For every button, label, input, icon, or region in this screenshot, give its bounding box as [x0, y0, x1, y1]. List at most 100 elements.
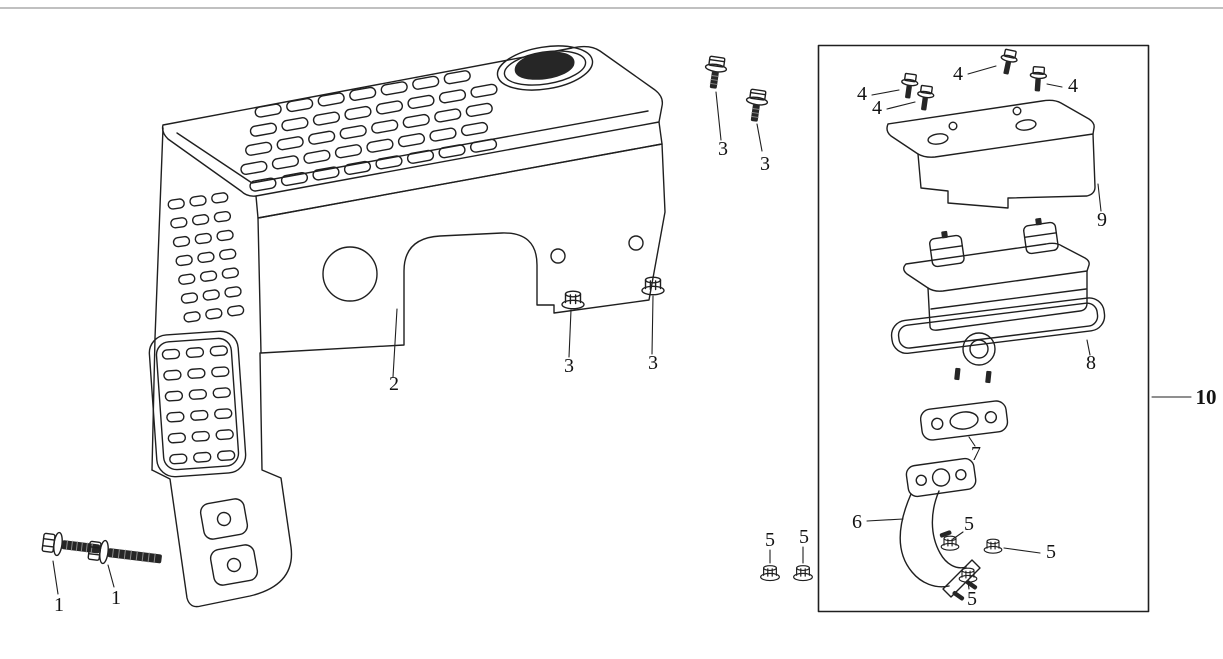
- louver-slot: [165, 411, 185, 423]
- cover-front-face: [257, 143, 666, 354]
- part-callout-5-c: 5: [964, 513, 974, 535]
- louver-slot: [223, 285, 243, 299]
- leader-lines: [52, 65, 1192, 595]
- part-callout-3-a: 3: [718, 138, 728, 160]
- leader-line: [756, 123, 763, 152]
- louver-slot: [469, 82, 499, 99]
- louver-slot: [213, 407, 233, 420]
- leader-line: [866, 518, 904, 522]
- cover-top-face: [161, 45, 664, 197]
- flange-bolt-part1: [87, 538, 164, 572]
- louver-slot: [189, 409, 209, 422]
- leader-line: [1097, 183, 1102, 212]
- louver-slot: [249, 121, 278, 138]
- muffler-clamp: [1023, 217, 1059, 255]
- louver-slot: [209, 345, 229, 357]
- louver-slot: [397, 132, 426, 149]
- louver-slot: [188, 194, 208, 208]
- louver-slot: [343, 105, 373, 121]
- leader-line: [967, 581, 970, 590]
- part-callout-1-a: 1: [54, 594, 64, 616]
- flange-nut-part5: [983, 538, 1003, 554]
- part-callout-1-b: 1: [111, 587, 121, 609]
- engine-cover: [148, 45, 666, 608]
- louver-slot: [191, 213, 210, 227]
- louver-slot: [253, 102, 283, 119]
- part-callout-2: 2: [389, 373, 399, 395]
- louver-slot: [239, 160, 269, 176]
- leader-line: [871, 89, 900, 96]
- louver-slot: [343, 160, 372, 176]
- louver-slot: [161, 348, 181, 360]
- cover-top-inner-rim: [176, 110, 649, 184]
- leader-line: [886, 101, 916, 110]
- leader-line: [1003, 547, 1041, 554]
- part-callout-7: 7: [971, 443, 981, 465]
- louver-slot: [437, 143, 467, 160]
- side-vent-panel: [148, 330, 247, 478]
- louver-slot: [210, 366, 230, 378]
- cover-bracket: [151, 352, 293, 608]
- louver-slot: [174, 254, 194, 267]
- louver-slot: [464, 102, 494, 118]
- flange-nut-part5: [793, 565, 813, 582]
- leader-line: [952, 531, 964, 540]
- louver-slot: [216, 449, 236, 462]
- leader-line: [568, 309, 572, 358]
- muffler-body: [890, 217, 1106, 384]
- cover-left-edge: [151, 127, 164, 471]
- flange-bolt-part1: [41, 530, 102, 562]
- louver-slot: [199, 269, 218, 283]
- loose-stud: [939, 530, 952, 538]
- louver-slot: [201, 288, 221, 302]
- flange-nut-part5: [760, 565, 780, 582]
- louver-slot: [177, 272, 197, 286]
- louver-slot: [194, 232, 213, 245]
- louver-slot: [210, 191, 230, 205]
- part-callout-5-a: 5: [765, 529, 775, 551]
- shield-bolt-part4: [997, 47, 1020, 77]
- shield-bolt-part4: [914, 84, 936, 113]
- louver-slot: [370, 118, 400, 135]
- pipe-stud: [952, 590, 965, 601]
- louver-slot: [460, 121, 489, 137]
- part-callout-10: 10: [1196, 385, 1217, 409]
- louver-slot: [218, 248, 237, 261]
- louver-slot: [215, 229, 235, 242]
- exhaust-gasket: [919, 400, 1009, 441]
- louver-slot: [215, 428, 235, 441]
- louver-slot: [365, 137, 395, 154]
- louver-slot: [374, 154, 404, 171]
- louver-slot: [172, 235, 191, 248]
- louver-slot: [244, 140, 274, 157]
- louver-slot: [401, 113, 431, 129]
- part-callout-4-d: 4: [1068, 75, 1078, 97]
- muffler-stud: [954, 367, 961, 381]
- part-callout-4-b: 4: [872, 97, 882, 119]
- leader-line: [1046, 83, 1063, 88]
- leader-line: [107, 564, 115, 588]
- louver-slot: [438, 88, 467, 105]
- louver-slot: [182, 310, 202, 324]
- part-callout-4-a: 4: [857, 83, 867, 105]
- louver-slot: [191, 430, 211, 443]
- part-callout-3-b: 3: [760, 153, 770, 175]
- bracket-tab: [209, 544, 259, 586]
- louver-slot: [442, 69, 472, 86]
- louver-slot: [196, 251, 216, 264]
- muffler-inlet: [962, 332, 996, 366]
- louver-slot: [433, 107, 463, 124]
- part-callout-3-d: 3: [648, 352, 658, 374]
- louver-slot: [285, 97, 315, 113]
- leader-line: [1086, 339, 1091, 356]
- louver-slot: [334, 143, 363, 160]
- louver-slot: [221, 266, 240, 280]
- part-callout-5-b: 5: [799, 526, 809, 548]
- leader-line: [52, 560, 59, 595]
- louver-slot: [280, 116, 310, 133]
- leader-line: [651, 295, 654, 355]
- louver-slot: [168, 453, 188, 465]
- louver-slot: [204, 307, 224, 321]
- muffler-mount-plate: [890, 297, 1106, 355]
- part-callout-9: 9: [1097, 209, 1107, 231]
